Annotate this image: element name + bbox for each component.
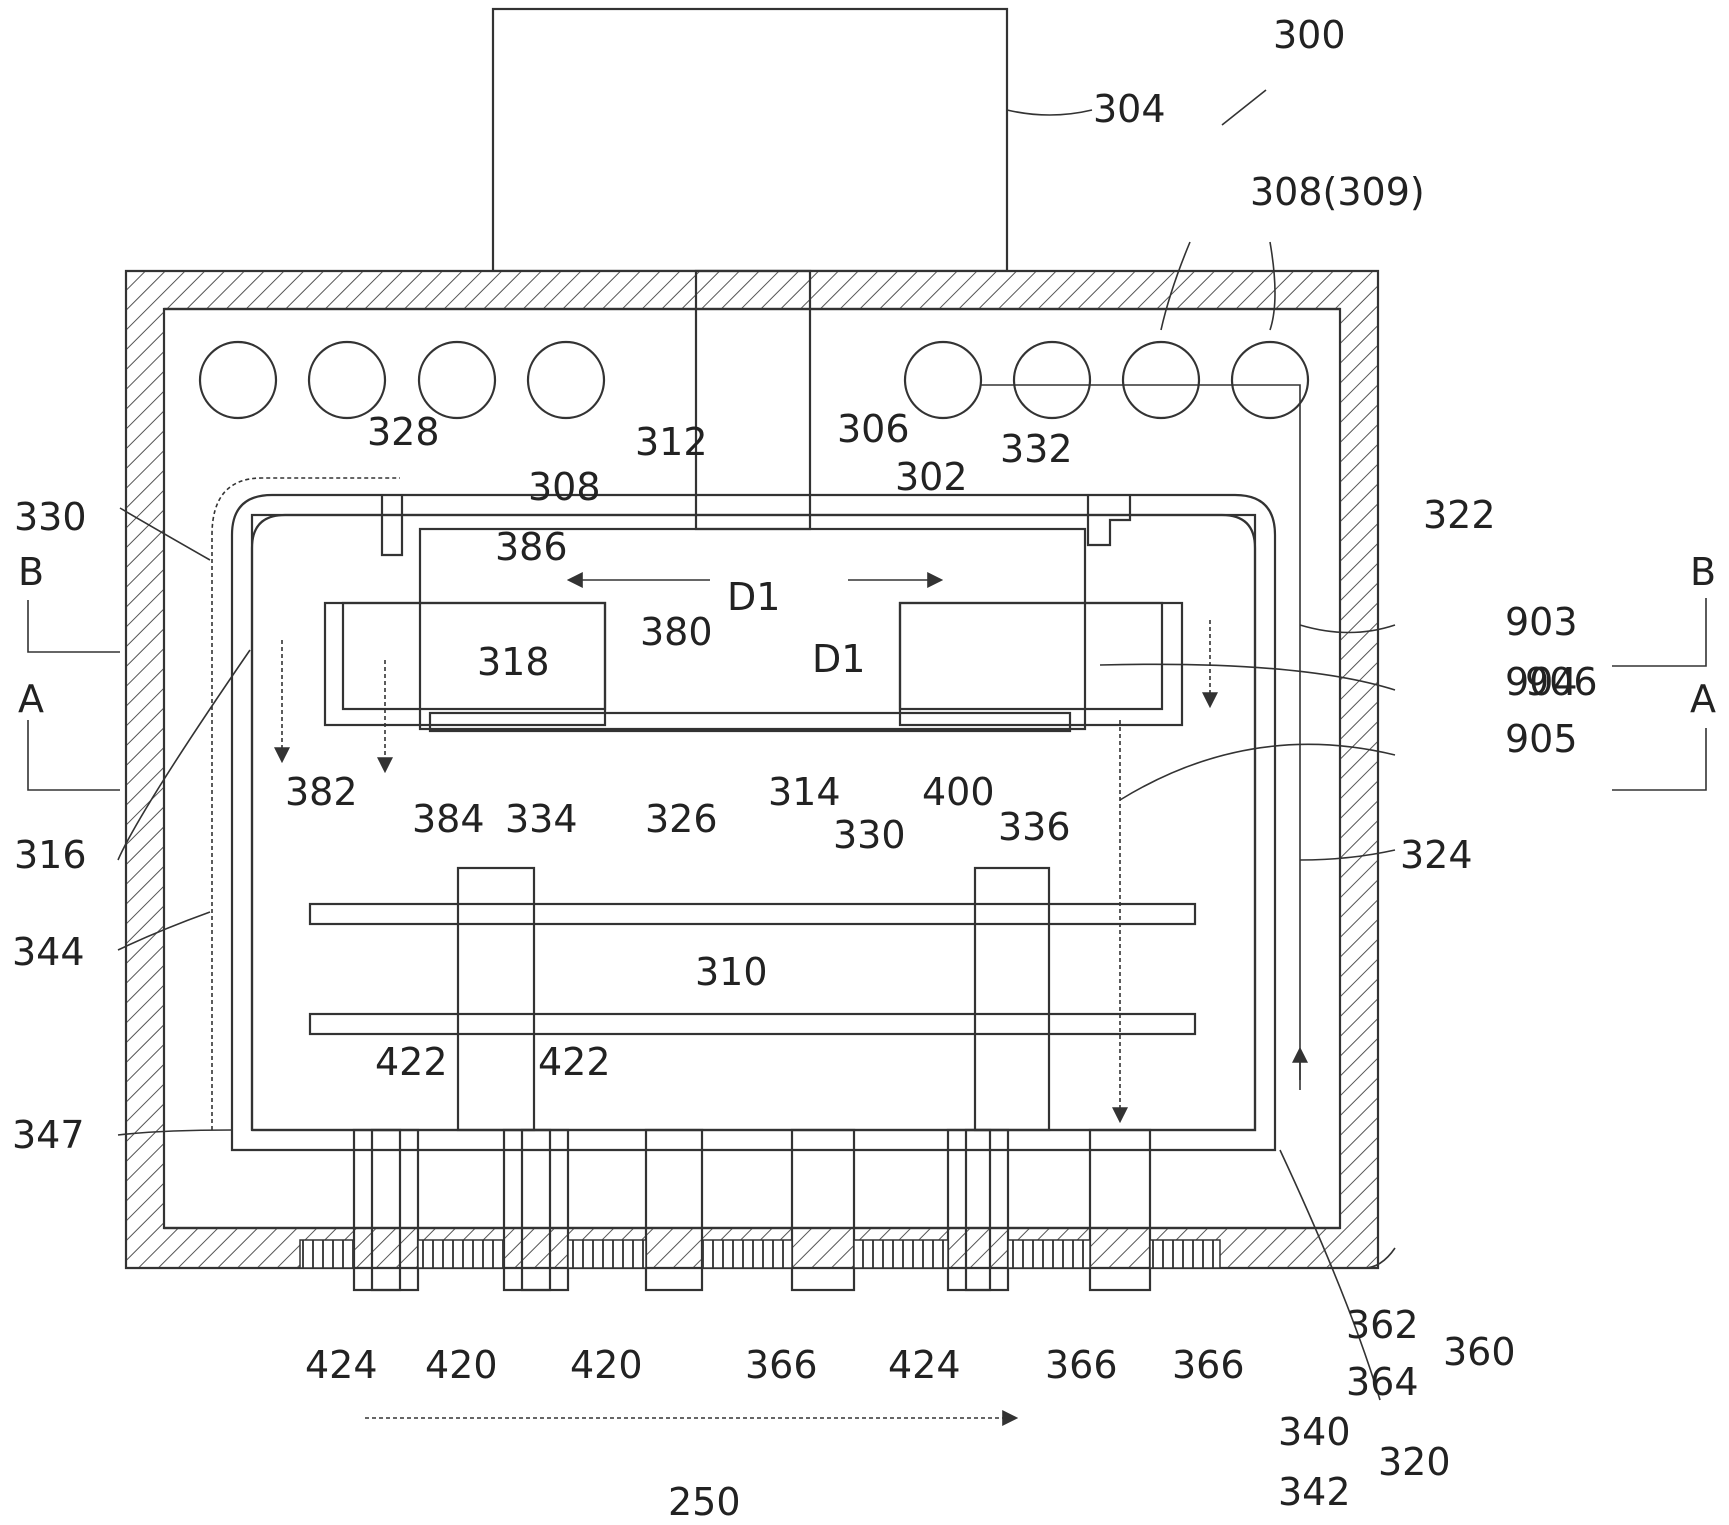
label-330-top: 330 <box>14 495 87 539</box>
label-347: 347 <box>12 1113 85 1157</box>
label-366-right: 366 <box>1172 1343 1245 1387</box>
heater-circles-right <box>905 342 1308 418</box>
label-424-right: 424 <box>888 1343 961 1387</box>
label-section-b-left: B <box>18 550 44 594</box>
label-362: 362 <box>1346 1303 1419 1347</box>
side-box-right-inner <box>900 603 1162 709</box>
section-line-b-right <box>1612 598 1706 666</box>
label-420-left: 420 <box>425 1343 498 1387</box>
label-306: 306 <box>837 407 910 451</box>
label-section-b-right: B <box>1690 550 1716 594</box>
label-420-right: 420 <box>570 1343 643 1387</box>
label-328: 328 <box>367 410 440 454</box>
label-d1-left: D1 <box>727 575 780 619</box>
section-line-a-left <box>28 720 120 790</box>
section-line-b-left <box>28 600 120 652</box>
label-302: 302 <box>895 455 968 499</box>
label-320: 320 <box>1378 1440 1451 1484</box>
label-336: 336 <box>998 805 1071 849</box>
bracket-left <box>382 495 402 555</box>
label-386: 386 <box>495 525 568 569</box>
label-section-a-left: A <box>18 677 44 721</box>
label-906: 906 <box>1525 660 1598 704</box>
label-312: 312 <box>635 420 708 464</box>
label-304: 304 <box>1093 87 1166 131</box>
label-384: 384 <box>412 797 485 841</box>
label-364: 364 <box>1346 1360 1419 1404</box>
label-360: 360 <box>1443 1330 1516 1374</box>
heater-circles-left <box>200 342 604 418</box>
flow-line-top <box>980 385 1300 1090</box>
label-400: 400 <box>922 770 995 814</box>
label-308: 308 <box>528 465 601 509</box>
label-308-309: 308(309) <box>1250 170 1425 214</box>
label-340: 340 <box>1278 1410 1351 1454</box>
label-903: 903 <box>1505 600 1578 644</box>
label-366-left: 366 <box>745 1343 818 1387</box>
side-box-left <box>325 603 605 725</box>
label-334: 334 <box>505 797 578 841</box>
label-342: 342 <box>1278 1470 1351 1514</box>
support-left <box>458 868 534 1130</box>
label-322: 322 <box>1423 493 1496 537</box>
bracket-right <box>1088 495 1130 545</box>
label-314: 314 <box>768 770 841 814</box>
label-310: 310 <box>695 950 768 994</box>
label-330-center: 330 <box>833 813 906 857</box>
label-section-a-right: A <box>1690 677 1716 721</box>
label-366-mid: 366 <box>1045 1343 1118 1387</box>
label-318: 318 <box>477 640 550 684</box>
label-324: 324 <box>1400 833 1473 877</box>
housing-inner-wall <box>164 309 1340 1228</box>
label-424-left: 424 <box>305 1343 378 1387</box>
label-332: 332 <box>1000 427 1073 471</box>
label-344: 344 <box>12 930 85 974</box>
section-line-a-right <box>1612 728 1706 790</box>
label-422-left: 422 <box>375 1040 448 1084</box>
label-422-right: 422 <box>538 1040 611 1084</box>
label-316: 316 <box>14 833 87 877</box>
label-380: 380 <box>640 610 713 654</box>
box-304 <box>493 9 1007 271</box>
label-326: 326 <box>645 797 718 841</box>
label-905: 905 <box>1505 717 1578 761</box>
shelf-310-upper <box>310 904 1195 924</box>
label-382: 382 <box>285 770 358 814</box>
label-250: 250 <box>668 1480 741 1524</box>
side-box-left-inner <box>343 603 605 709</box>
label-300: 300 <box>1273 13 1346 57</box>
shelf-310-lower <box>310 1014 1195 1034</box>
label-d1-right: D1 <box>812 637 865 681</box>
support-right <box>975 868 1049 1130</box>
bottom-plate-360 <box>300 1240 1220 1268</box>
